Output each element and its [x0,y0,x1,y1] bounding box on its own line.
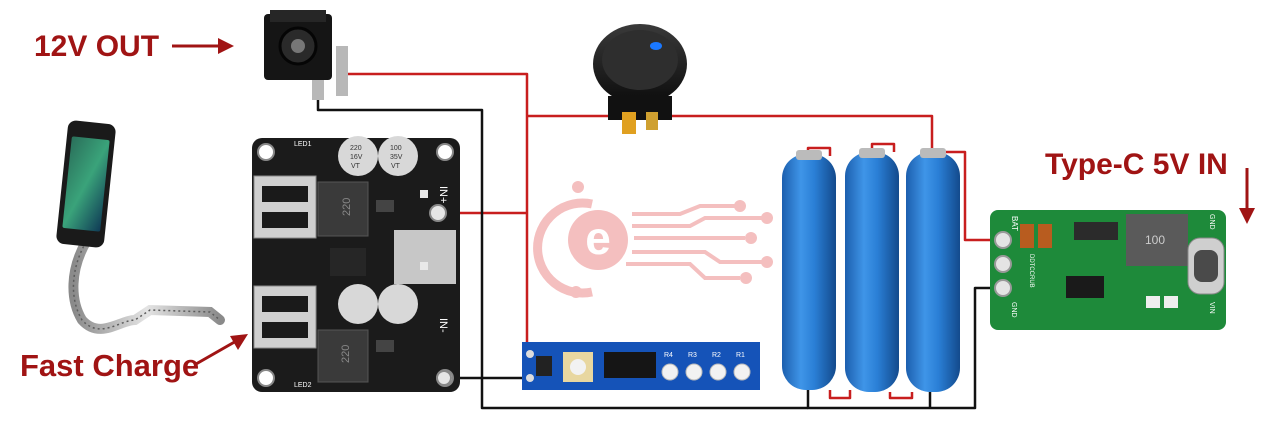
battery-1 [782,150,836,390]
boost-inductor-label: 100 [1145,233,1165,247]
usb-port-bottom [253,285,317,349]
wire-red-dc-jack-top [348,72,529,350]
boost-gnd-top: GND [1208,214,1215,230]
fast-charge-board [252,136,460,392]
cap-a-mid: 16V [350,154,363,161]
indicator-led [661,363,679,381]
battery-2 [845,148,899,392]
inductor-top-label: 220 [341,198,353,216]
cap-b-mid: 35V [390,154,403,161]
indicator-led-label: R1 [736,352,745,359]
dc-jack [264,10,348,100]
watermark-logo: e [533,181,773,298]
cap-a-top: 220 [350,145,362,152]
arrow-12v-out [172,38,234,54]
cap-b-bot: VT [391,163,401,170]
boost-board [990,210,1226,330]
indicator-led-label: R2 [712,352,721,359]
boost-model-label: DDTCCRUB [1028,254,1034,288]
wire-black-bat [806,286,1003,410]
usb-port-top [253,175,317,239]
indicator-led-label: R3 [688,352,697,359]
led1-label: LED1 [294,141,312,148]
battery-pack [782,148,960,392]
rocker-switch [593,24,687,134]
indicator-led-label: R4 [664,352,673,359]
label-typec-in: Type-C 5V IN [1045,148,1228,181]
smartphone-with-cable [56,120,225,334]
indicator-led [733,363,751,381]
wire-black-dc-jack [316,86,808,410]
wire-red-bat-bottom1 [828,390,852,400]
boost-vin-label: VIN [1208,302,1215,314]
pin-in-minus-label: IN- [437,318,449,333]
boost-bat-label: BAT [1010,216,1019,231]
wire-red-bat3 [932,150,1003,242]
pin-in-plus-label: IN+ [437,186,449,203]
indicator-led [685,363,703,381]
arrow-typec-in [1239,168,1255,224]
label-12v-out: 12V OUT [34,30,160,63]
wire-red-bat-bottom2 [888,392,914,400]
cap-b-top: 100 [390,145,402,152]
battery-indicator-board [522,342,760,390]
battery-3 [906,148,960,392]
led2-label: LED2 [294,382,312,389]
boost-gnd-bottom: GND [1010,302,1017,318]
svg-text:e: e [585,212,611,264]
board-texts: IN+ IN- LED1 LED2 220 220 220 16V VT 100… [294,141,1215,389]
inductor-bottom-label: 220 [340,345,352,363]
label-fast-charge: Fast Charge [20,348,200,383]
arrows [172,38,1255,366]
indicator-leds: R4 R3 R2 R1 [661,352,751,381]
cap-a-bot: VT [351,163,361,170]
indicator-led [709,363,727,381]
arrow-fast-charge [195,334,248,366]
